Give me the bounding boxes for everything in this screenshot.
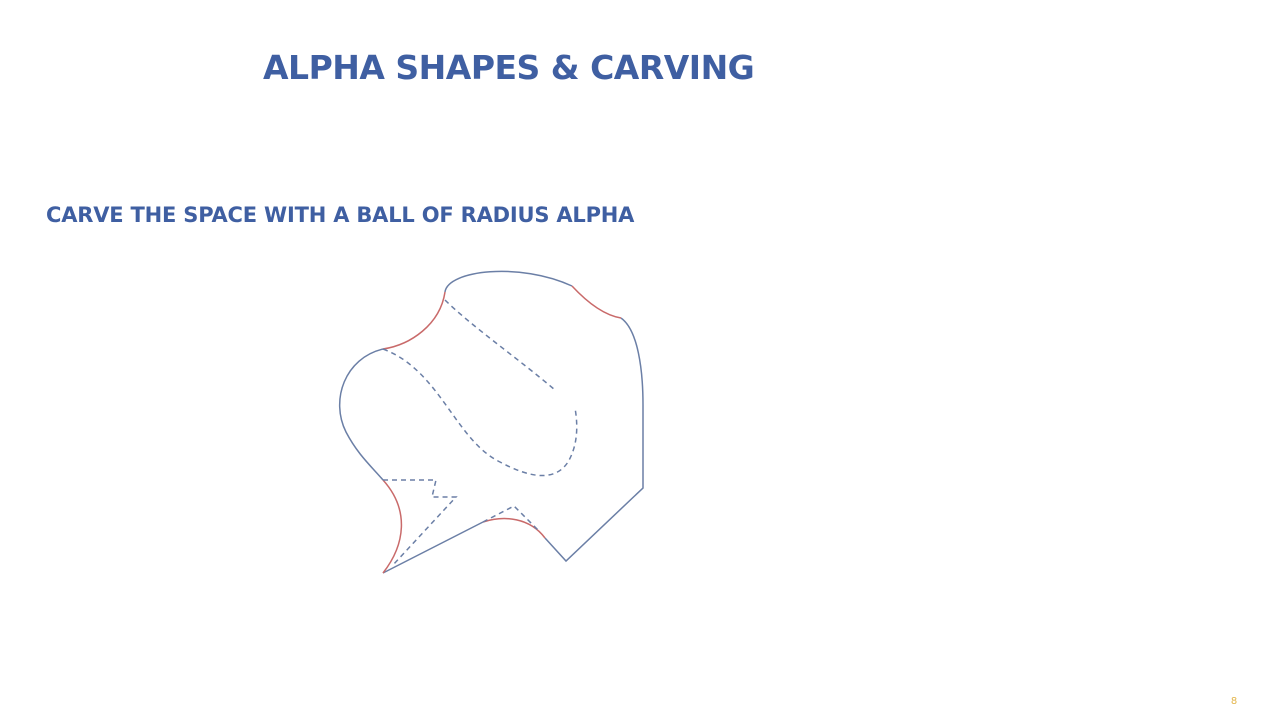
shape-outline: [338, 270, 644, 574]
carved-arc-top-right: [571, 285, 622, 319]
dashed-boundary-inner-loop: [382, 348, 578, 477]
dashed-boundary-notch: [383, 479, 458, 566]
dashed-boundary-bottom-peak: [482, 505, 541, 533]
carved-arc-top-left: [382, 291, 446, 350]
page-number: 8: [1230, 696, 1238, 707]
dashed-boundary-diagonal: [444, 299, 556, 391]
slide-subtitle: CARVE THE SPACE WITH A BALL OF RADIUS AL…: [46, 203, 635, 227]
slide-title: ALPHA SHAPES & CARVING: [263, 48, 755, 87]
carved-arc-bottom-left: [382, 479, 403, 574]
carved-arc-bottom: [482, 517, 546, 539]
